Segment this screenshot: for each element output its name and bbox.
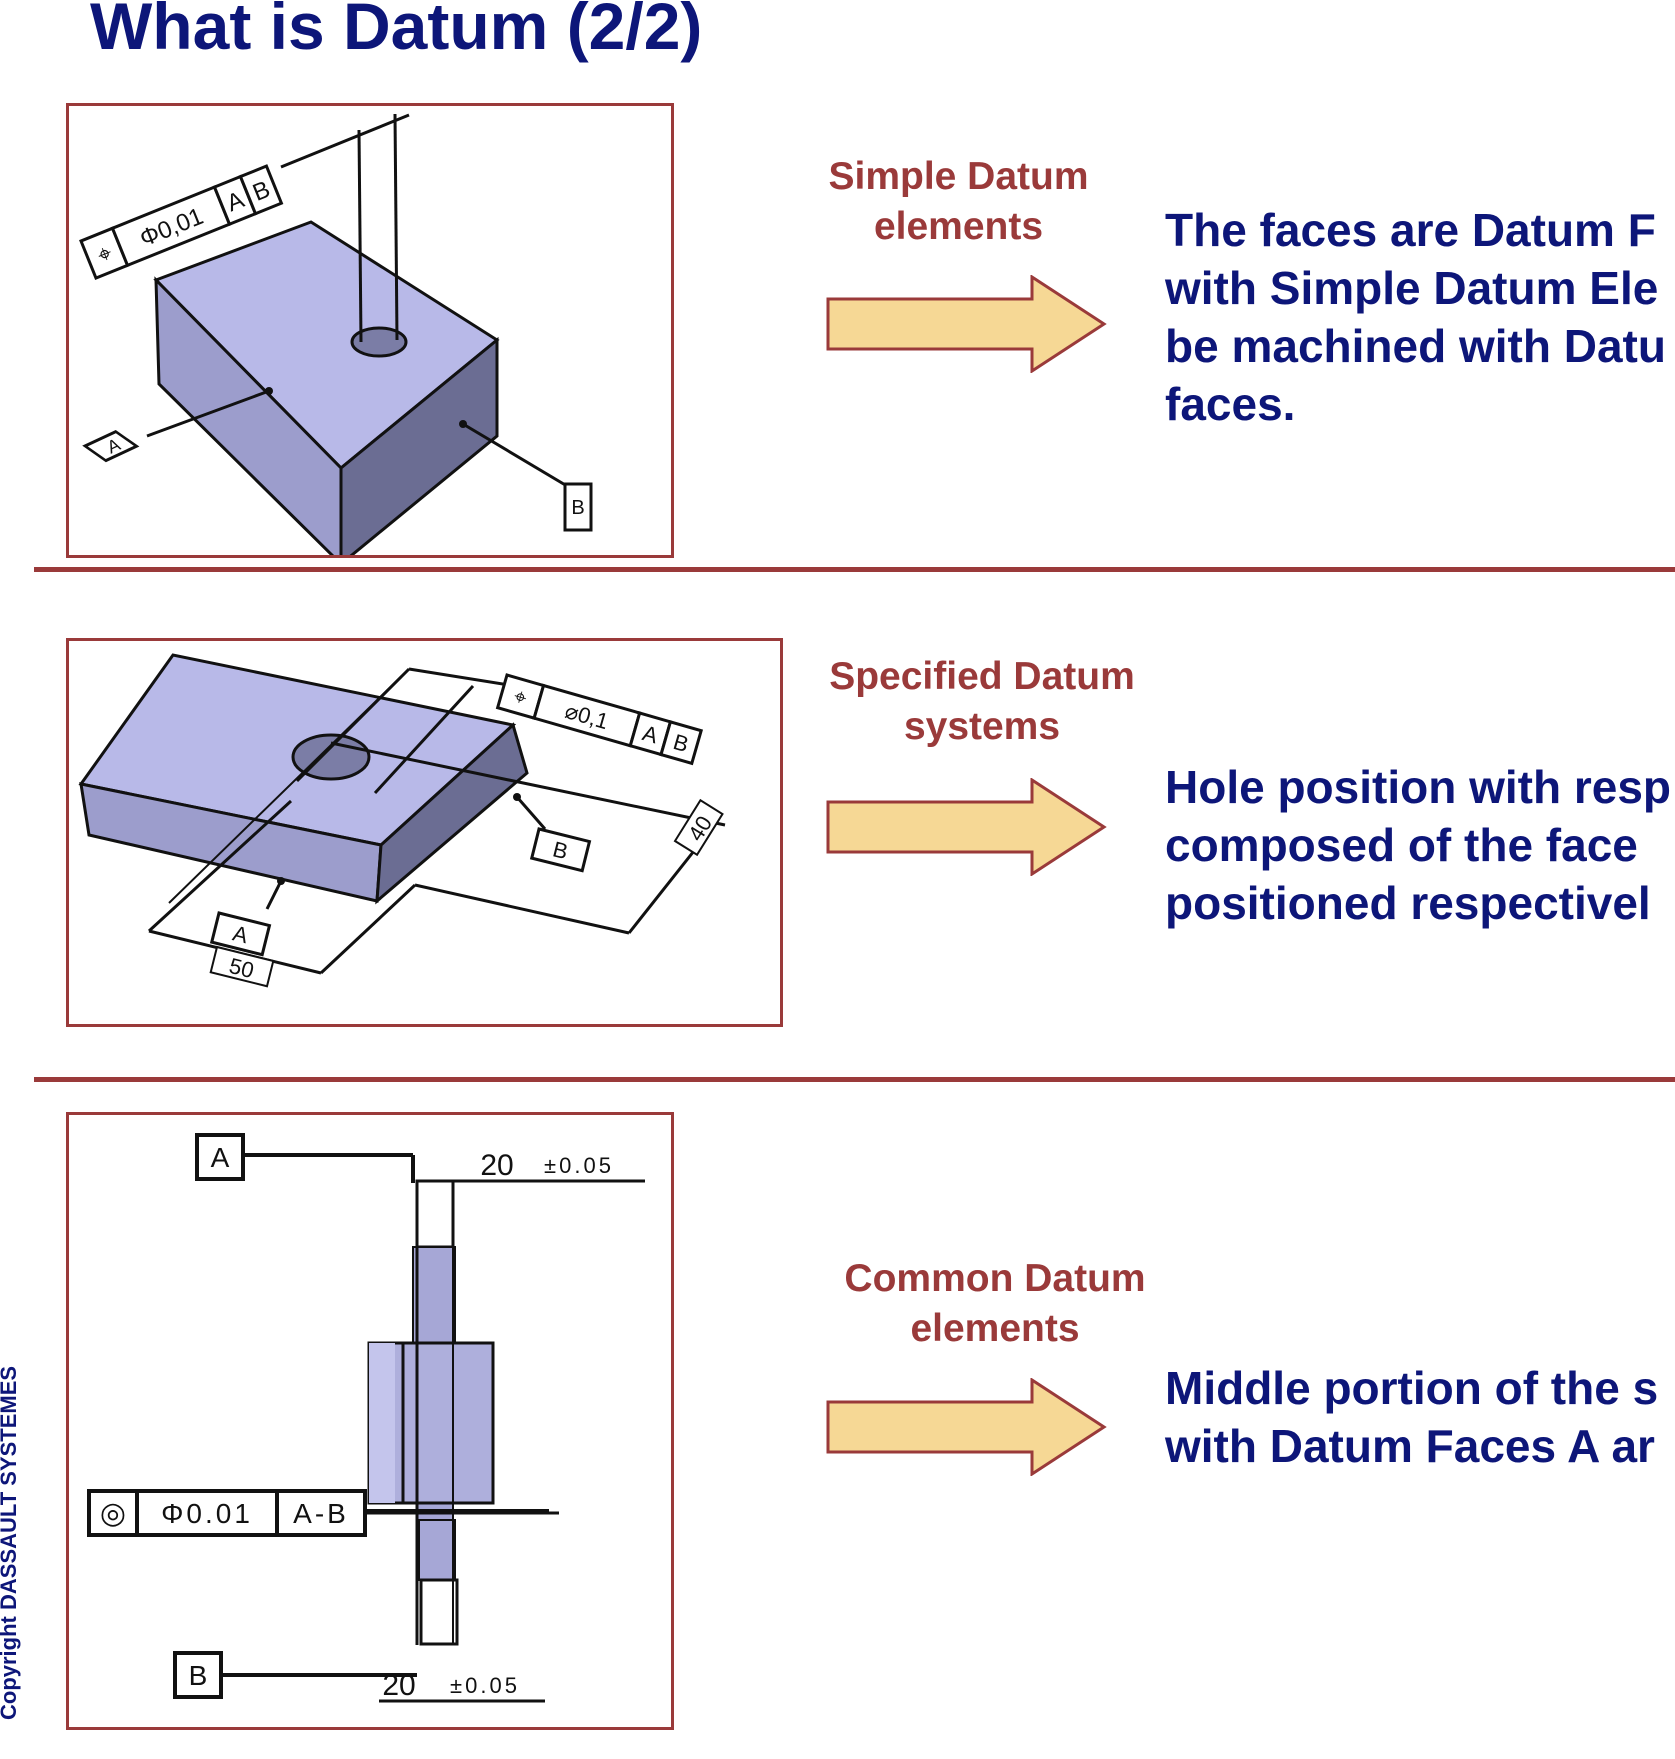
desc-line: with Datum Faces A ar: [1165, 1420, 1655, 1472]
figure-simple-datum: ⌖ Φ0,01 A B A B: [66, 103, 674, 558]
desc-specified-datum: Hole position with resp composed of the …: [1165, 758, 1671, 932]
desc-line: with Simple Datum Ele: [1165, 262, 1659, 314]
arrow-right-icon: [826, 275, 1107, 373]
figure-specified-datum: ⌖ ⌀0,1 A B A B 50 40: [66, 638, 783, 1027]
arrow-right-icon: [826, 1378, 1107, 1476]
desc-line: faces.: [1165, 378, 1296, 430]
desc-simple-datum: The faces are Datum F with Simple Datum …: [1165, 201, 1666, 433]
dimension-value: 20: [480, 1149, 513, 1182]
dimension-tolerance: ±0.05: [544, 1153, 614, 1178]
datum-label-b: B: [550, 836, 570, 864]
label-line1: Simple Datum: [828, 155, 1089, 198]
copyright-text: Copyright DASSAULT SYSTEMES: [0, 1365, 21, 1720]
label-line1: Specified Datum: [829, 655, 1135, 698]
section-divider: [34, 567, 1675, 572]
datum-label-b: B: [189, 1660, 208, 1691]
desc-line: The faces are Datum F: [1165, 204, 1656, 256]
desc-line: Middle portion of the s: [1165, 1362, 1659, 1414]
datum-label-b: B: [571, 497, 584, 519]
desc-common-datum: Middle portion of the s with Datum Faces…: [1165, 1359, 1658, 1475]
desc-line: Hole position with resp: [1165, 761, 1672, 813]
section-divider: [34, 1077, 1675, 1082]
tolerance-datum-b: B: [670, 729, 691, 757]
dimension-value: 20: [382, 1669, 415, 1702]
label-line2: elements: [873, 205, 1044, 248]
label-specified-datum: Specified Datum systems: [814, 652, 1150, 752]
label-common-datum: Common Datum elements: [828, 1254, 1162, 1354]
desc-line: composed of the face: [1165, 819, 1638, 871]
dimension-value: 50: [227, 953, 257, 983]
tolerance-value: Φ0.01: [161, 1498, 253, 1529]
desc-line: be machined with Datu: [1165, 320, 1666, 372]
arrow-right-icon: [826, 778, 1107, 876]
desc-line: positioned respectivel: [1165, 877, 1651, 929]
figure-common-datum: A 20 ±0.05 ◎ Φ0.01 A-B B 20 ±0.05: [66, 1112, 674, 1730]
page-title: What is Datum (2/2): [90, 0, 703, 63]
label-simple-datum: Simple Datum elements: [815, 152, 1102, 252]
dimension-tolerance: ±0.05: [450, 1673, 520, 1698]
concentricity-icon: ◎: [100, 1497, 126, 1530]
label-line2: systems: [903, 705, 1061, 748]
label-line2: elements: [910, 1307, 1080, 1350]
datum-label-a: A: [211, 1142, 230, 1173]
label-line1: Common Datum: [844, 1257, 1146, 1300]
tolerance-datums: A-B: [293, 1498, 349, 1529]
datum-label-a: A: [230, 920, 251, 948]
tolerance-datum-a: A: [640, 720, 661, 748]
